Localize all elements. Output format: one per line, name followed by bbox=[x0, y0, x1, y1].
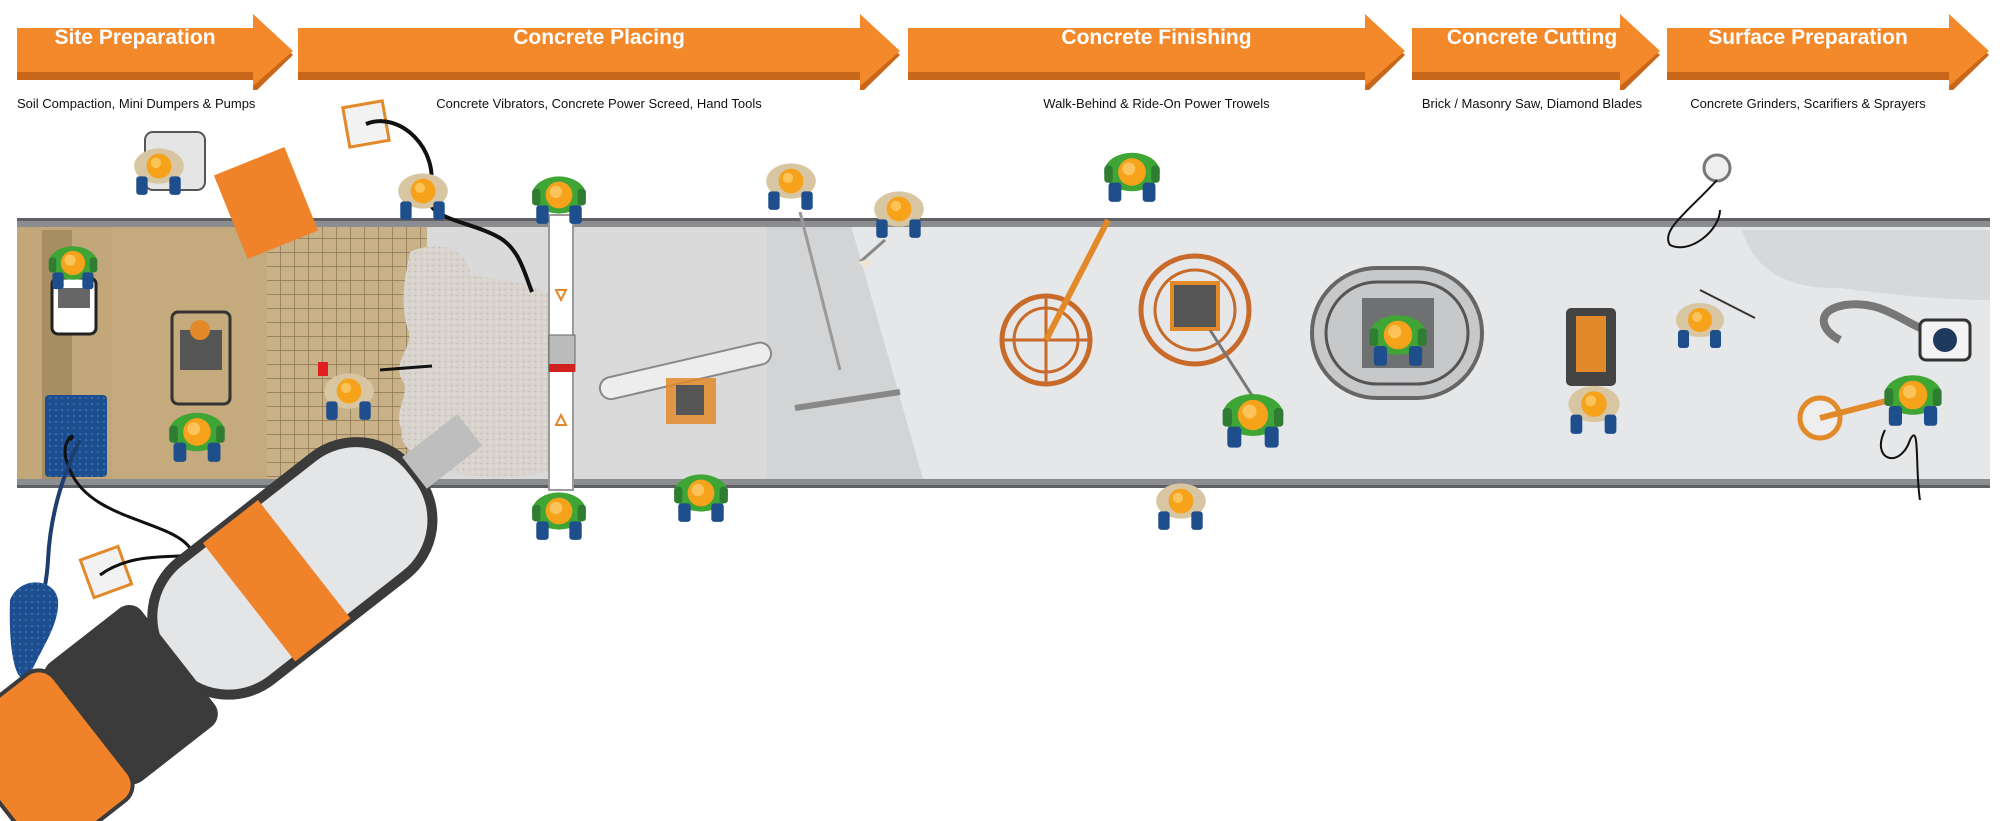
ride-on-trowel bbox=[1138, 253, 1284, 530]
walk-behind-trowel bbox=[999, 152, 1160, 387]
stage-arrow-concrete-finishing bbox=[908, 14, 1405, 90]
wet-concrete-pour bbox=[399, 246, 555, 477]
stage-title-concrete-finishing: Concrete Finishing bbox=[1061, 26, 1252, 49]
stage-subtitle-surface-preparation: Concrete Grinders, Scarifiers & Sprayers bbox=[1690, 96, 1926, 111]
edge-form-top bbox=[17, 218, 1990, 227]
concrete-pump bbox=[134, 131, 319, 259]
stage-subtitle-concrete-finishing: Walk-Behind & Ride-On Power Trowels bbox=[1043, 96, 1270, 111]
arrow-shape bbox=[1412, 14, 1660, 90]
stage-arrow-concrete-placing bbox=[298, 14, 900, 90]
stage-title-concrete-placing: Concrete Placing bbox=[513, 26, 685, 49]
stage-arrow-surface-preparation bbox=[1667, 14, 1989, 90]
stage-arrow-site-preparation bbox=[17, 14, 293, 90]
stage-title-surface-preparation: Surface Preparation bbox=[1708, 26, 1908, 49]
stage-subtitle-concrete-placing: Concrete Vibrators, Concrete Power Scree… bbox=[436, 96, 762, 111]
sprayer bbox=[1667, 153, 1756, 348]
hand-tool-workers bbox=[598, 163, 924, 522]
stage-title-concrete-cutting: Concrete Cutting bbox=[1446, 26, 1618, 49]
floor-saw bbox=[1566, 308, 1620, 434]
edge-form-bottom bbox=[17, 479, 1990, 488]
power-screed bbox=[532, 176, 586, 540]
stage-subtitle-concrete-cutting: Brick / Masonry Saw, Diamond Blades bbox=[1421, 96, 1643, 111]
water-pump bbox=[9, 99, 534, 679]
arrow-shape bbox=[908, 14, 1405, 90]
stage-arrow-concrete-cutting bbox=[1412, 14, 1660, 90]
concrete-grinder bbox=[1797, 300, 1972, 501]
vibrator-worker bbox=[318, 173, 448, 420]
arrow-shape bbox=[298, 14, 900, 90]
bull-float bbox=[598, 341, 773, 522]
arrow-shape bbox=[1667, 14, 1989, 90]
prepared-surface bbox=[1742, 230, 1990, 300]
concrete-mixer-truck bbox=[0, 414, 482, 821]
stage-subtitle-site-preparation: Soil Compaction, Mini Dumpers & Pumps bbox=[17, 96, 256, 111]
mini-dumper bbox=[169, 310, 232, 462]
pump-hose-water bbox=[45, 395, 107, 477]
stage-title-site-preparation: Site Preparation bbox=[54, 26, 216, 49]
plate-compactor bbox=[48, 246, 98, 336]
double-rider-trowel bbox=[1310, 266, 1484, 400]
arrow-shape bbox=[17, 14, 293, 90]
